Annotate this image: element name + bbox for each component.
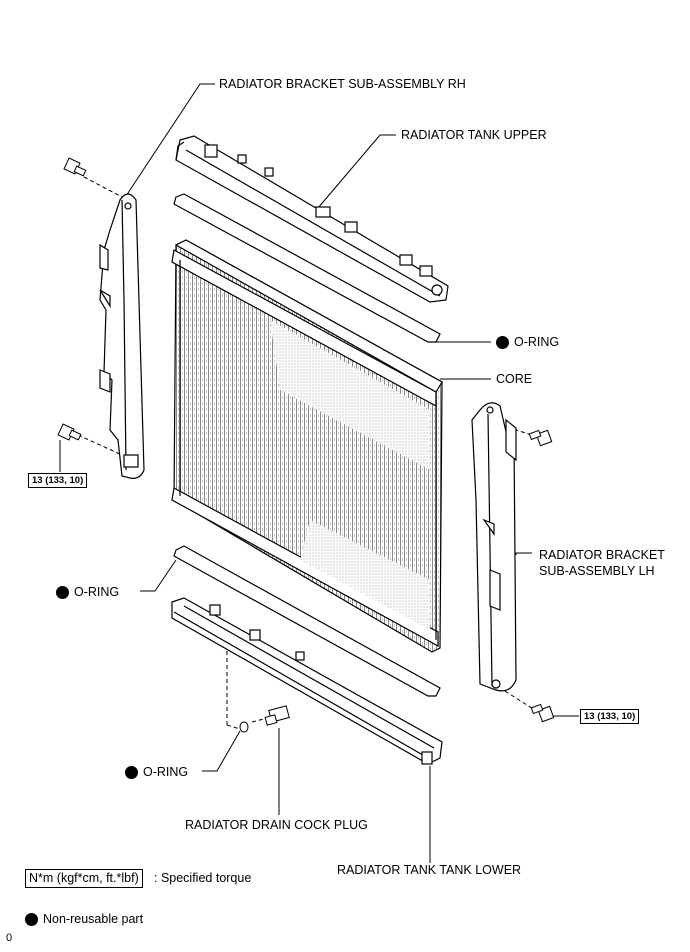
torque-value-left: 13 (133, 10) — [28, 473, 88, 488]
non-reusable-dot-upper — [496, 336, 509, 349]
radiator-core — [171, 239, 443, 653]
label-core: CORE — [496, 372, 533, 386]
legend-non-reusable-text: Non-reusable part — [43, 912, 144, 926]
label-o-ring-lower: O-RING — [74, 585, 120, 599]
bracket-rh — [99, 193, 145, 479]
label-tank-upper: RADIATOR TANK UPPER — [401, 128, 547, 142]
label-bracket-lh-line2: SUB-ASSEMBLY LH — [539, 564, 655, 578]
tank-upper — [175, 135, 449, 303]
leader-lines — [59, 83, 532, 863]
label-bracket-rh: RADIATOR BRACKET SUB-ASSEMBLY RH — [219, 77, 466, 91]
bolt-rh-lower — [57, 423, 82, 441]
drain-cock-plug — [264, 705, 290, 726]
non-reusable-dot-lower — [56, 586, 69, 599]
label-tank-lower: RADIATOR TANK TANK LOWER — [337, 863, 522, 877]
bolt-rh-upper — [63, 157, 87, 177]
torque-value-right: 13 (133, 10) — [580, 709, 640, 724]
tank-lower — [171, 597, 443, 765]
label-bracket-lh-line1: RADIATOR BRACKET — [539, 548, 665, 562]
legend-non-reusable-dot — [25, 913, 38, 926]
o-ring-lower-strip — [173, 545, 441, 697]
o-ring-drain — [239, 721, 249, 733]
label-drain-cock-plug: RADIATOR DRAIN COCK PLUG — [185, 818, 368, 832]
bolt-lh-lower — [530, 703, 555, 723]
label-o-ring-drain: O-RING — [143, 765, 189, 779]
non-reusable-dot-drain — [125, 766, 138, 779]
footer-code: 0 — [6, 932, 13, 944]
bracket-lh — [471, 402, 517, 692]
legend-torque-desc: : Specified torque — [154, 871, 252, 885]
label-o-ring-upper: O-RING — [514, 335, 560, 349]
bolt-lh-upper — [528, 429, 553, 447]
o-ring-upper-strip — [173, 193, 441, 343]
legend-torque-unit: N*m (kgf*cm, ft.*lbf) — [25, 869, 143, 888]
